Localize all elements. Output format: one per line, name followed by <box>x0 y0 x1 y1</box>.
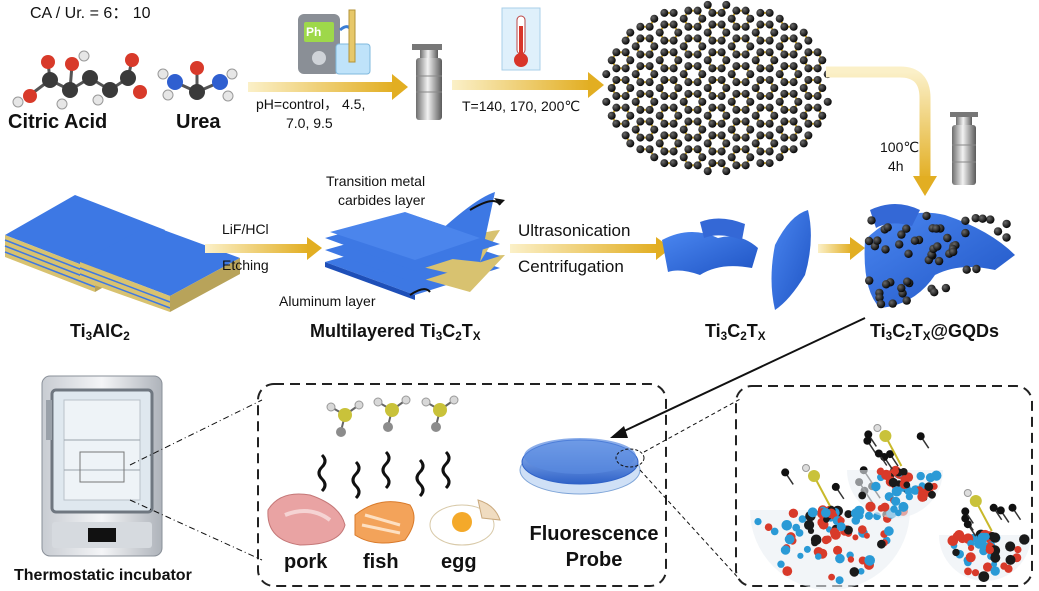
arrow-ultrasonication <box>510 237 671 260</box>
transition-metal-label-line1: Transition metal <box>326 173 426 189</box>
autoclave-icon-small <box>950 112 978 185</box>
zoom-lines-probe <box>639 397 743 583</box>
step-time-label: 4h <box>888 158 904 174</box>
probe-label-line2: Probe <box>565 549 623 571</box>
thermostatic-incubator-icon <box>41 375 163 557</box>
fish-icon <box>354 501 415 544</box>
ratio-label: CA / Ur. = 6： 10 <box>30 5 151 22</box>
autoclave-icon <box>412 44 442 120</box>
probe-label-line1: Fluorescence <box>529 523 659 545</box>
ti3alc2-stack <box>4 195 240 312</box>
aluminum-layer-label: Aluminum layer <box>279 293 376 309</box>
ph-condition-line2: 7.0, 9.5 <box>286 115 333 131</box>
wavy-lines <box>317 450 451 500</box>
mxene-flakes <box>662 210 811 310</box>
pork-label: pork <box>284 551 328 573</box>
incubator-label: Thermostatic incubator <box>14 567 192 584</box>
temperature-label: T=140, 170, 200℃ <box>462 98 581 114</box>
thermometer-icon <box>501 7 541 71</box>
arrow-to-graphene <box>452 72 604 98</box>
urea-molecule <box>157 61 238 102</box>
mxene-label: Ti3C2TX <box>705 321 766 343</box>
etch-reagent-label: LiF/HCl <box>222 221 269 237</box>
citric-acid-molecule <box>12 50 147 110</box>
mxene-gqd-composite <box>864 204 1015 309</box>
transition-metal-label-line2: carbides layer <box>338 192 426 208</box>
arrow-to-composite <box>826 66 937 196</box>
ph-icon-label: Ph <box>306 25 322 39</box>
zoom-lines-incubator <box>129 399 263 561</box>
fish-label: fish <box>363 551 399 573</box>
molecular-detail-box <box>735 385 1033 587</box>
arrow-to-composite-middle <box>818 237 865 260</box>
egg-label: egg <box>441 551 477 573</box>
etching-label: Etching <box>222 257 269 273</box>
citric-acid-label: Citric Acid <box>8 111 108 133</box>
molecular-interaction-view <box>750 424 1031 590</box>
urea-label: Urea <box>176 111 221 133</box>
ph-condition-line1: pH=control， 4.5, <box>256 96 366 112</box>
ultrasonication-label: Ultrasonication <box>518 221 631 240</box>
arrow-etching <box>205 237 322 260</box>
egg-icon <box>429 499 501 546</box>
step-temperature-label: 100℃ <box>880 139 920 155</box>
centrifugation-label: Centrifugation <box>518 257 624 276</box>
food-samples-box <box>257 383 667 587</box>
multilayered-mxene-label: Multilayered Ti3C2TX <box>310 321 481 343</box>
graphene-quantum-dot-sheet <box>602 0 832 176</box>
arrow-to-autoclave <box>248 74 408 100</box>
ti3alc2-label: Ti3AlC2 <box>70 321 130 343</box>
pork-icon <box>267 493 346 546</box>
arrow-to-probe <box>610 317 866 438</box>
petri-dish-icon <box>519 438 645 495</box>
thiol-molecules <box>326 395 459 437</box>
multilayered-mxene <box>325 192 505 300</box>
ph-meter-icon <box>298 9 371 75</box>
composite-label: Ti3C2TX@GQDs <box>870 321 1000 343</box>
